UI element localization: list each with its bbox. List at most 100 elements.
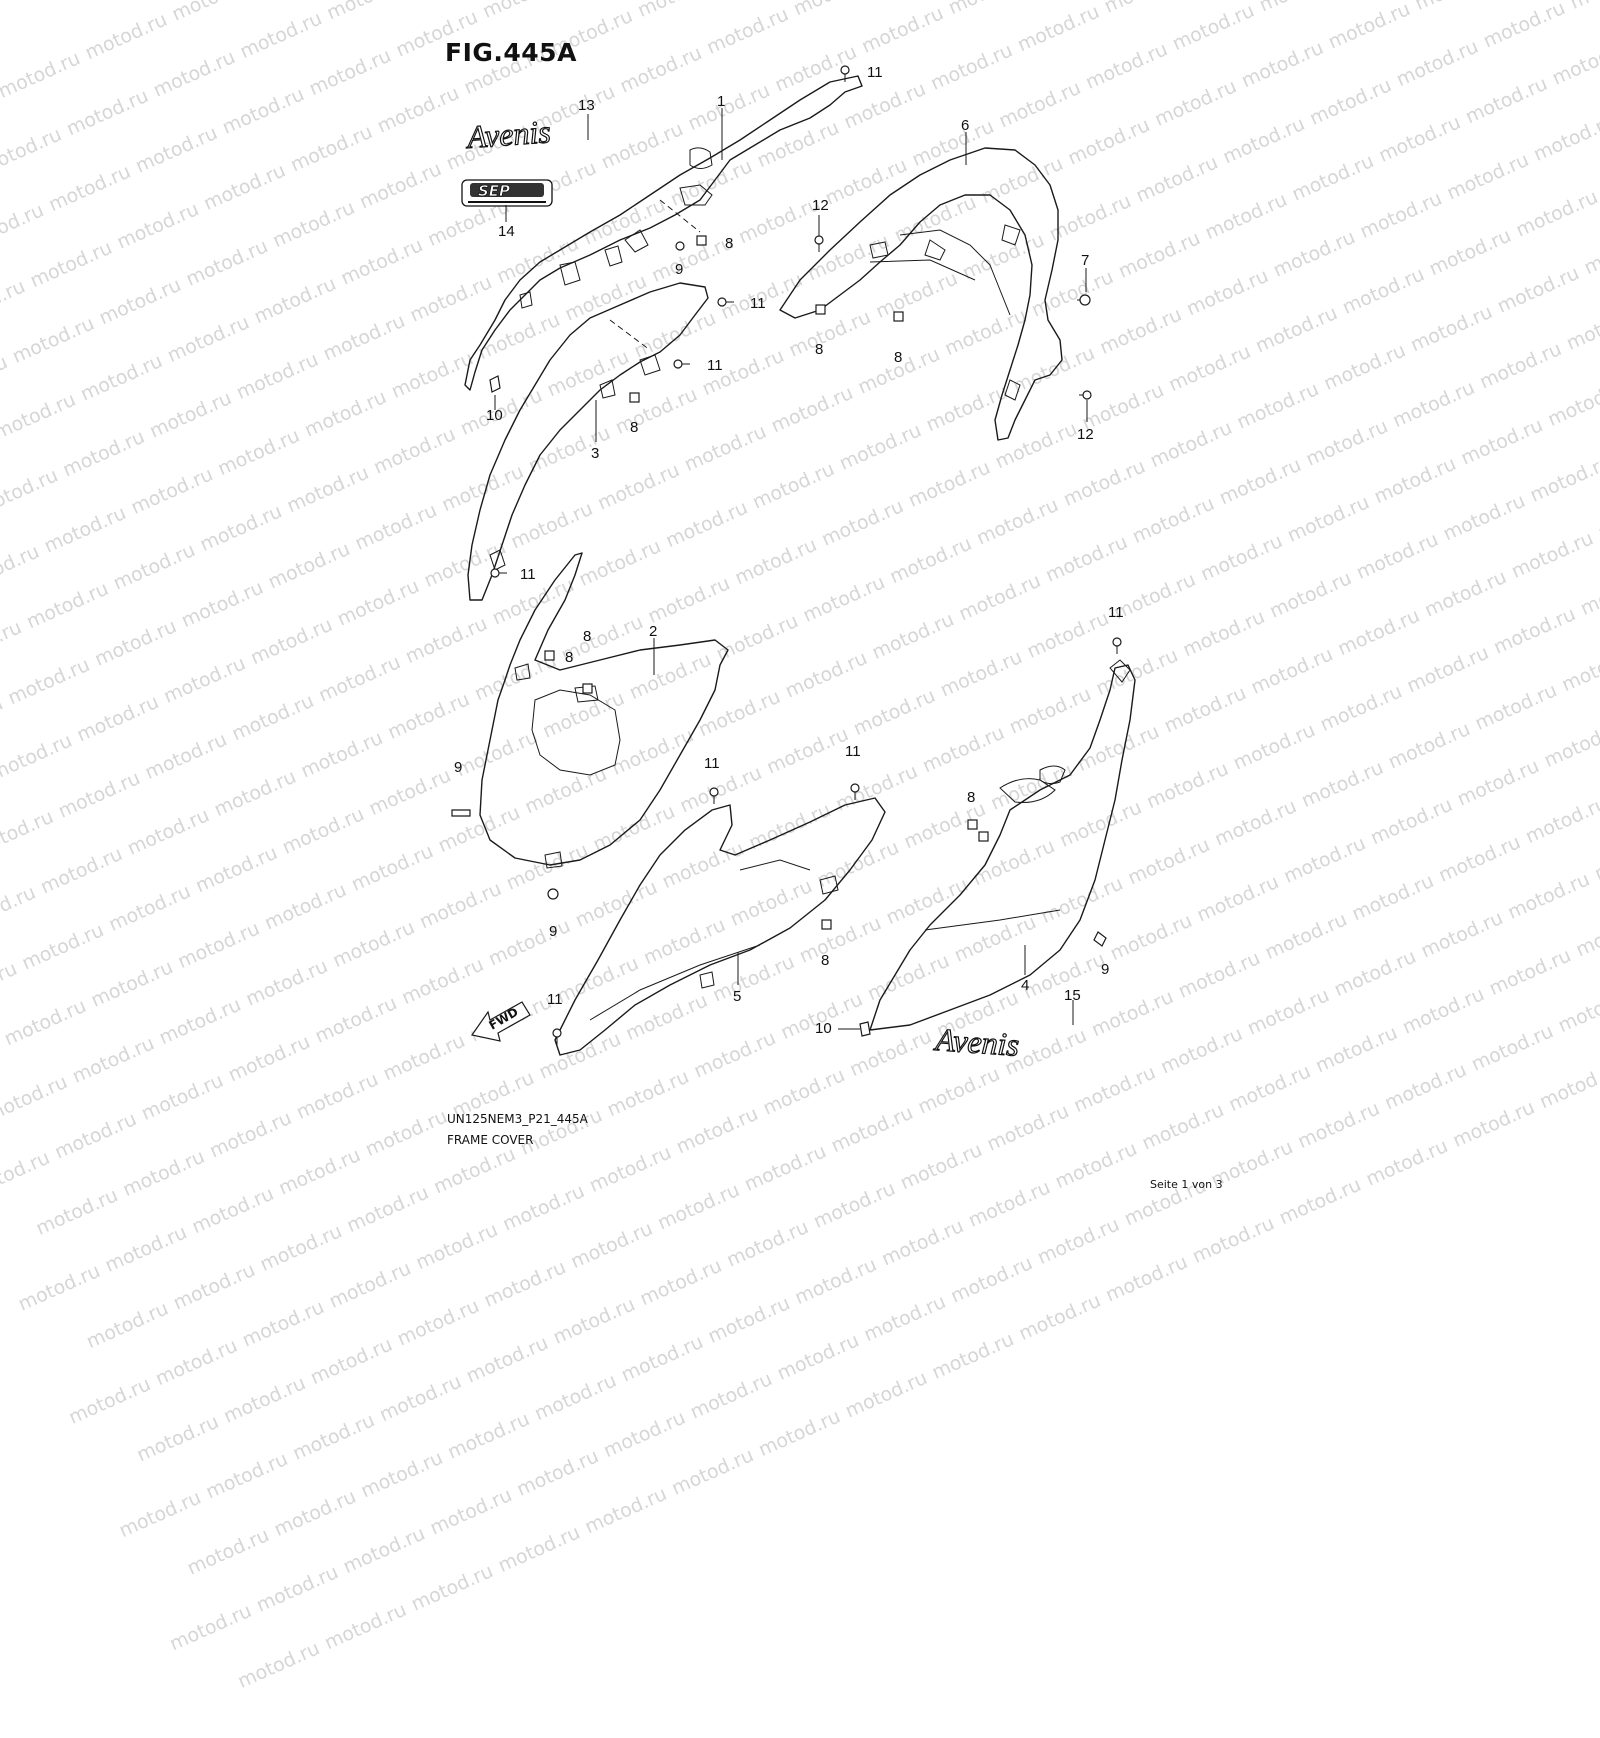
bolt-icon [1077,294,1091,306]
avenis-logo-upper: Avenis [463,113,552,156]
watermark-text: motod.ru [166,1599,255,1656]
clip-icon [675,241,685,251]
watermark-text: motod.ru [513,1445,603,1501]
part-6-rear-frame-cover [779,147,1063,441]
watermark-text: motod.ru [704,1292,794,1348]
diagram-code: UN125NEM3_P21_445A [447,1112,588,1126]
watermark-text: motod.ru [668,1444,757,1500]
callout-6: 6 [961,117,969,134]
watermark-text: motod.ru [687,1367,776,1424]
avenis-logo-lower: Avenis [932,1020,1021,1063]
watermark-text: motod.ru [878,1214,967,1271]
watermark-text: motod.ru [549,1293,639,1349]
watermark-text: motod.ru [339,1522,429,1579]
callout-11d: 11 [520,566,536,583]
watermark-text: motod.ru [169,1258,259,1315]
callout-13: 13 [578,97,595,114]
watermark-text: motod.ru [238,1295,328,1352]
watermark-text: motod.ru [253,1561,342,1617]
callout-8b: 8 [630,419,638,436]
watermark-text: motod.ru [408,1560,497,1616]
clip-nut-icon [544,650,555,661]
diagram-name: FRAME COVER [447,1133,534,1147]
watermark-text: motod.ru [393,1294,483,1351]
watermark-text: motod.ru [426,1483,516,1540]
watermark-text: motod.ru [723,1216,812,1272]
watermark-text: motod.ru [412,1218,502,1275]
watermark-text: motod.ru [115,1486,205,1543]
screw-icon [552,1028,562,1045]
watermark-text: motod.ru [220,1372,309,1428]
clip-nut-icon [696,235,707,246]
watermark-text: motod.ru [83,1297,172,1354]
callout-8d: 8 [894,349,902,366]
bolt-icon [1079,390,1092,400]
callout-8h: 8 [967,789,975,806]
watermark-text: motod.ru [636,1254,726,1311]
callout-11e: 11 [1108,604,1124,621]
watermark-text: motod.ru [202,1447,292,1504]
bolt-icon [814,235,824,252]
clip-icon [1093,931,1107,947]
watermark-text: motod.ru [133,1410,223,1467]
clip-nut-icon [967,819,978,830]
callout-15: 15 [1064,987,1081,1004]
clip-nut-icon [978,831,989,842]
avenis-logo-upper-text: Avenis [464,113,552,155]
callout-leaders [494,108,1088,1030]
callout-labels: 1 2 3 4 5 6 7 8 8 8 8 8 8 8 8 9 9 9 9 10… [454,64,1124,1037]
watermark-text: motod.ru [928,1328,1018,1384]
watermark-text: motod.ru [14,1259,104,1316]
callout-5: 5 [733,988,741,1005]
watermark-text: motod.ru [101,1221,191,1277]
callout-11a: 11 [867,64,883,81]
callout-10b: 10 [815,1020,832,1037]
avenis-logo-lower-text: Avenis [933,1021,1021,1063]
callout-11h: 11 [547,991,563,1008]
fwd-arrow-icon: FWD [470,1001,531,1042]
watermark-text: motod.ru [494,1521,584,1577]
screw-icon [1112,637,1122,654]
watermark-text: motod.ru [307,1333,396,1390]
watermark-text: motod.ru [65,1373,155,1429]
watermark-text: motod.ru [773,1329,863,1385]
callout-10a: 10 [486,407,503,424]
watermark-text: motod.ru [152,1334,241,1391]
watermark-text: motod.ru [234,1637,324,1693]
callout-2: 2 [649,623,657,640]
callout-7: 7 [1081,252,1089,269]
callout-9b: 9 [454,759,462,776]
callout-9c: 9 [549,923,557,940]
hardware-fasteners [451,65,1122,1045]
callout-8f: 8 [583,628,591,645]
screw-icon [850,783,860,800]
watermark-text: motod.ru [376,1370,465,1427]
callout-12b: 12 [1077,426,1094,443]
clip-icon [489,375,501,393]
watermark-text: motod.ru [1015,1289,1105,1346]
callout-8g: 8 [821,952,829,969]
part-2-front-inner-cover [479,552,729,869]
watermark-text: motod.ru [184,1524,273,1580]
watermark-text: motod.ru [480,1256,570,1312]
screw-icon [673,359,690,369]
clip-nut-icon [821,919,832,930]
part-1-frame-cover-upper [464,75,863,391]
watermark-text: motod.ru [581,1482,671,1539]
clip-icon [451,809,471,817]
watermark-text: motod.ru [947,1252,1036,1308]
watermark-text: motod.ru [270,1485,360,1541]
clip-nut-icon [815,304,826,315]
sep-emblem-text: SEP [478,182,510,200]
watermark-text: motod.ru [357,1446,447,1503]
watermark-text: motod.ru [1189,1212,1278,1268]
callout-11c: 11 [707,357,723,374]
clip-icon [859,1021,871,1037]
watermark-text: motod.ru [325,1257,415,1313]
page-indicator: Seite 1 von 3 [1150,1178,1223,1191]
screw-icon [840,65,850,82]
watermark-text: motod.ru [755,1405,844,1462]
screw-icon [490,568,507,578]
watermark-text: motod.ru [567,1217,657,1274]
screw-icon [717,297,734,307]
